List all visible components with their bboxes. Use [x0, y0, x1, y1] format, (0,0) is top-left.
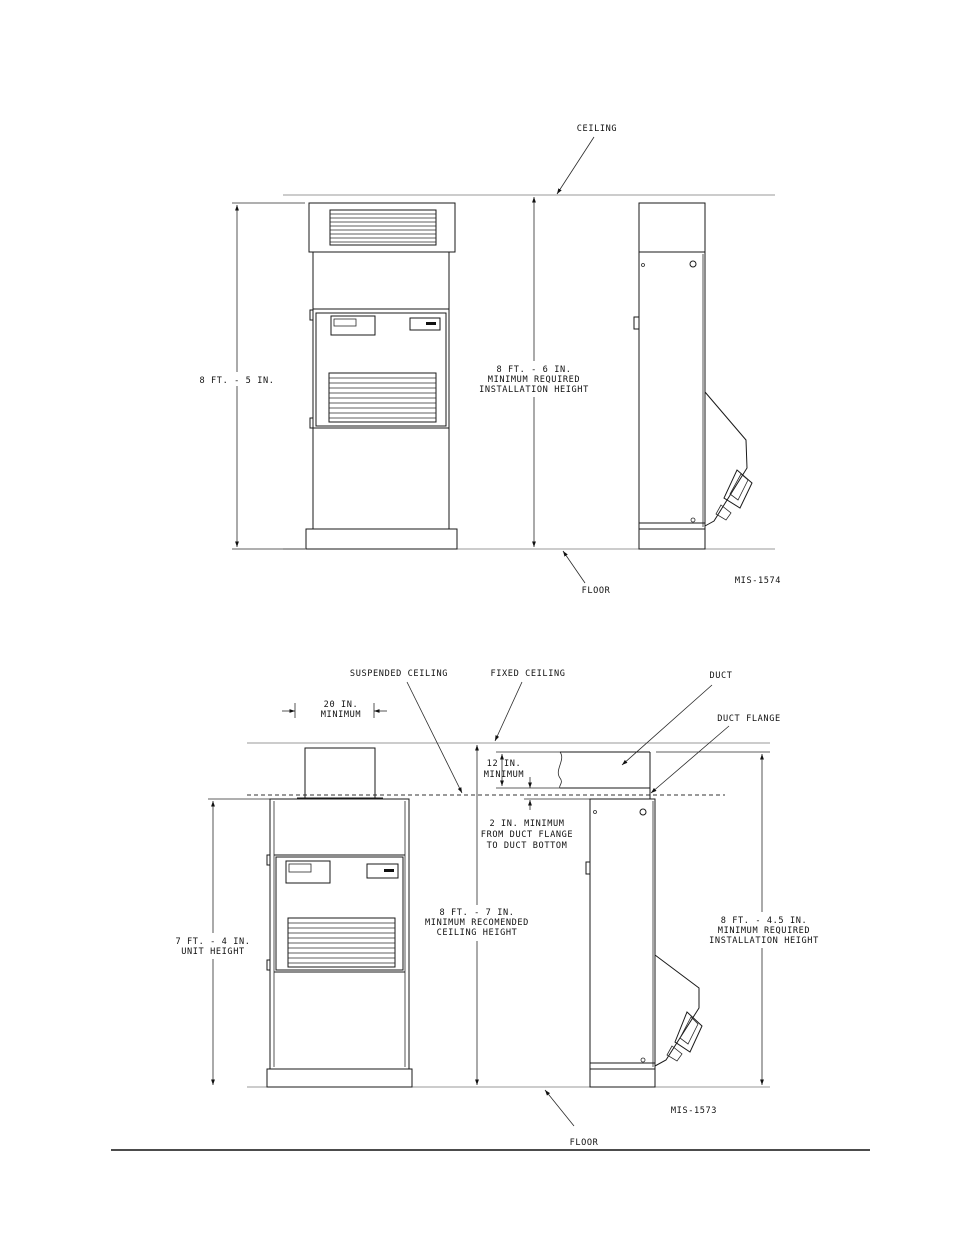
ceiling-leader	[556, 136, 595, 195]
width-dimension: 20 IN. MINIMUM	[282, 700, 387, 720]
fixed-ceiling-leader	[494, 681, 523, 742]
flange-to-duct-line-2: FROM DUCT FLANGE	[481, 830, 573, 840]
install-height-line-3: INSTALLATION HEIGHT	[479, 385, 589, 395]
ceiling-height-line-3: CEILING HEIGHT	[437, 928, 518, 938]
duct-flange-leader	[650, 725, 730, 794]
bottom-install-height-dimension: 8 FT. - 4.5 IN. MINIMUM REQUIRED INSTALL…	[656, 751, 819, 1085]
bottom-switch-box	[366, 863, 399, 879]
unit-height-line-1: 7 FT. - 4 IN.	[175, 937, 250, 947]
install-height-line-1-b: 8 FT. - 4.5 IN.	[721, 916, 808, 926]
install-height-dimension: 8 FT. - 6 IN. MINIMUM REQUIRED INSTALLAT…	[478, 197, 590, 547]
bottom-control-panel	[285, 860, 331, 884]
bottom-front-grille	[288, 922, 395, 964]
flange-to-duct-dimension: 2 IN. MINIMUM FROM DUCT FLANGE TO DUCT B…	[481, 777, 592, 851]
duct	[557, 751, 655, 800]
ceiling-height-line-2: MINIMUM RECOMENDED	[425, 918, 529, 928]
switch-box	[409, 317, 441, 331]
width-min-line-1: 20 IN.	[324, 700, 359, 710]
bottom-figure: SUSPENDED CEILING FIXED CEILING DUCT DUC…	[173, 669, 819, 1148]
install-height-line-1: 8 FT. - 6 IN.	[496, 365, 571, 375]
unit-height-label: 8 FT. - 5 IN.	[199, 376, 274, 386]
unit-front-view	[305, 202, 458, 550]
top-drawing-id: MIS-1574	[735, 576, 781, 586]
control-panel	[330, 315, 376, 336]
install-height-line-2-b: MINIMUM REQUIRED	[718, 926, 810, 936]
suspended-ceiling-label: SUSPENDED CEILING	[350, 669, 448, 679]
unit-height-line-2: UNIT HEIGHT	[181, 947, 245, 957]
floor-leader	[562, 550, 586, 584]
duct-leader	[621, 684, 713, 766]
bottom-unit-side-view	[585, 798, 703, 1088]
ceiling-height-dimension: 8 FT. - 7 IN. MINIMUM RECOMENDED CEILING…	[421, 745, 533, 1085]
bottom-floor-label: FLOOR	[570, 1138, 599, 1148]
ceiling-height-line-1: 8 FT. - 7 IN.	[439, 908, 514, 918]
bottom-floor-leader	[544, 1089, 575, 1127]
floor-label: FLOOR	[582, 586, 611, 596]
duct-label: DUCT	[709, 671, 732, 681]
flange-to-duct-line-1: 2 IN. MINIMUM	[489, 819, 564, 829]
bottom-unit-height-dimension: 7 FT. - 4 IN. UNIT HEIGHT	[173, 798, 272, 1085]
width-min-line-2: MINIMUM	[321, 710, 361, 720]
bottom-drawing-id: MIS-1573	[671, 1106, 717, 1116]
top-grille	[330, 213, 436, 243]
duct-gap-dimension: 12 IN. MINIMUM	[484, 751, 560, 789]
duct-flange-label: DUCT FLANGE	[717, 714, 781, 724]
duct-gap-line-1: 12 IN.	[487, 759, 522, 769]
suspended-ceiling-leader	[406, 681, 463, 794]
front-grille	[329, 377, 436, 419]
fixed-ceiling-label: FIXED CEILING	[490, 669, 565, 679]
unit-height-dimension: 8 FT. - 5 IN.	[198, 202, 305, 550]
unit-side-view	[633, 202, 753, 550]
install-height-line-2: MINIMUM REQUIRED	[488, 375, 580, 385]
flange-to-duct-line-3: TO DUCT BOTTOM	[487, 841, 568, 851]
install-height-line-3-b: INSTALLATION HEIGHT	[709, 936, 819, 946]
ceiling-label: CEILING	[577, 124, 617, 134]
duct-gap-line-2: MINIMUM	[484, 770, 524, 780]
supply-plenum	[304, 747, 376, 799]
bottom-unit-front-view	[266, 798, 413, 1088]
top-figure: 8 FT. - 5 IN.	[198, 124, 781, 596]
